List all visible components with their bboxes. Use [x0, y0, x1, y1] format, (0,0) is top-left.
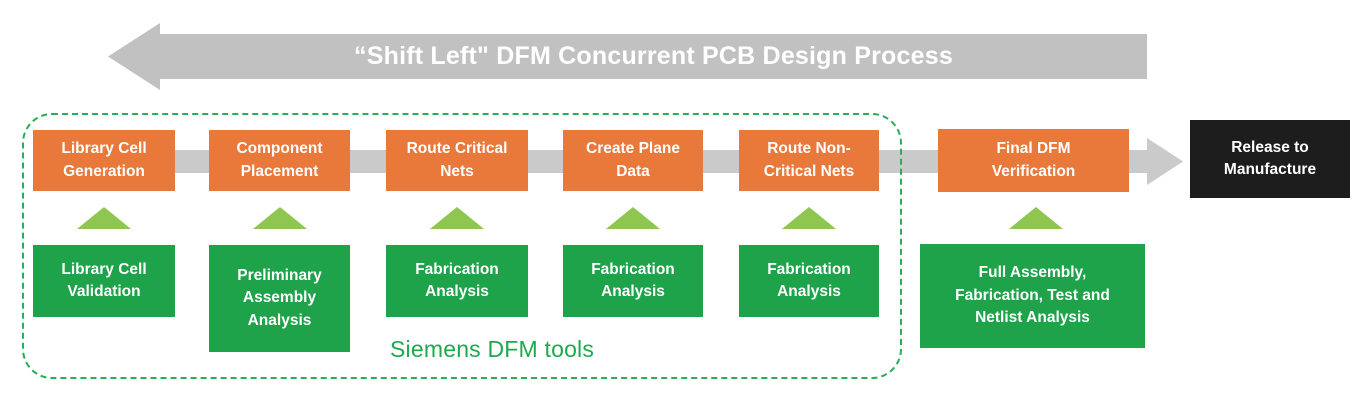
dfm-tool-fabrication-analysis-1: Fabrication Analysis — [386, 245, 528, 317]
dfm-tool-fabrication-analysis-3: Fabrication Analysis — [739, 245, 879, 317]
process-step-route-non-critical-nets: Route Non- Critical Nets — [739, 130, 879, 191]
process-step-final-dfm-verification: Final DFM Verification — [938, 129, 1129, 192]
process-step-create-plane-data: Create Plane Data — [563, 130, 703, 191]
dfm-tools-caption: Siemens DFM tools — [390, 336, 595, 362]
process-step-route-critical-nets: Route Critical Nets — [386, 130, 528, 191]
up-triangle-icon — [253, 207, 307, 229]
release-to-manufacture-box: Release to Manufacture — [1190, 120, 1350, 198]
dfm-tools-outline — [22, 113, 902, 379]
banner-title: “Shift Left" DFM Concurrent PCB Design P… — [354, 42, 953, 70]
dfm-tool-full-assembly-analysis: Full Assembly, Fabrication, Test and Net… — [920, 244, 1145, 348]
dfm-tool-fabrication-analysis-2: Fabrication Analysis — [563, 245, 703, 317]
up-triangle-icon — [1009, 207, 1063, 229]
dfm-tool-preliminary-assembly-analysis: Preliminary Assembly Analysis — [209, 245, 350, 352]
up-triangle-icon — [77, 207, 131, 229]
up-triangle-icon — [782, 207, 836, 229]
up-triangle-icon — [606, 207, 660, 229]
process-step-library-cell-generation: Library Cell Generation — [33, 130, 175, 191]
flow-arrow-head-icon — [1147, 138, 1183, 185]
up-triangle-icon — [430, 207, 484, 229]
process-step-component-placement: Component Placement — [209, 130, 350, 191]
shift-left-arrow-icon — [108, 23, 1147, 90]
dfm-tool-library-cell-validation: Library Cell Validation — [33, 245, 175, 317]
